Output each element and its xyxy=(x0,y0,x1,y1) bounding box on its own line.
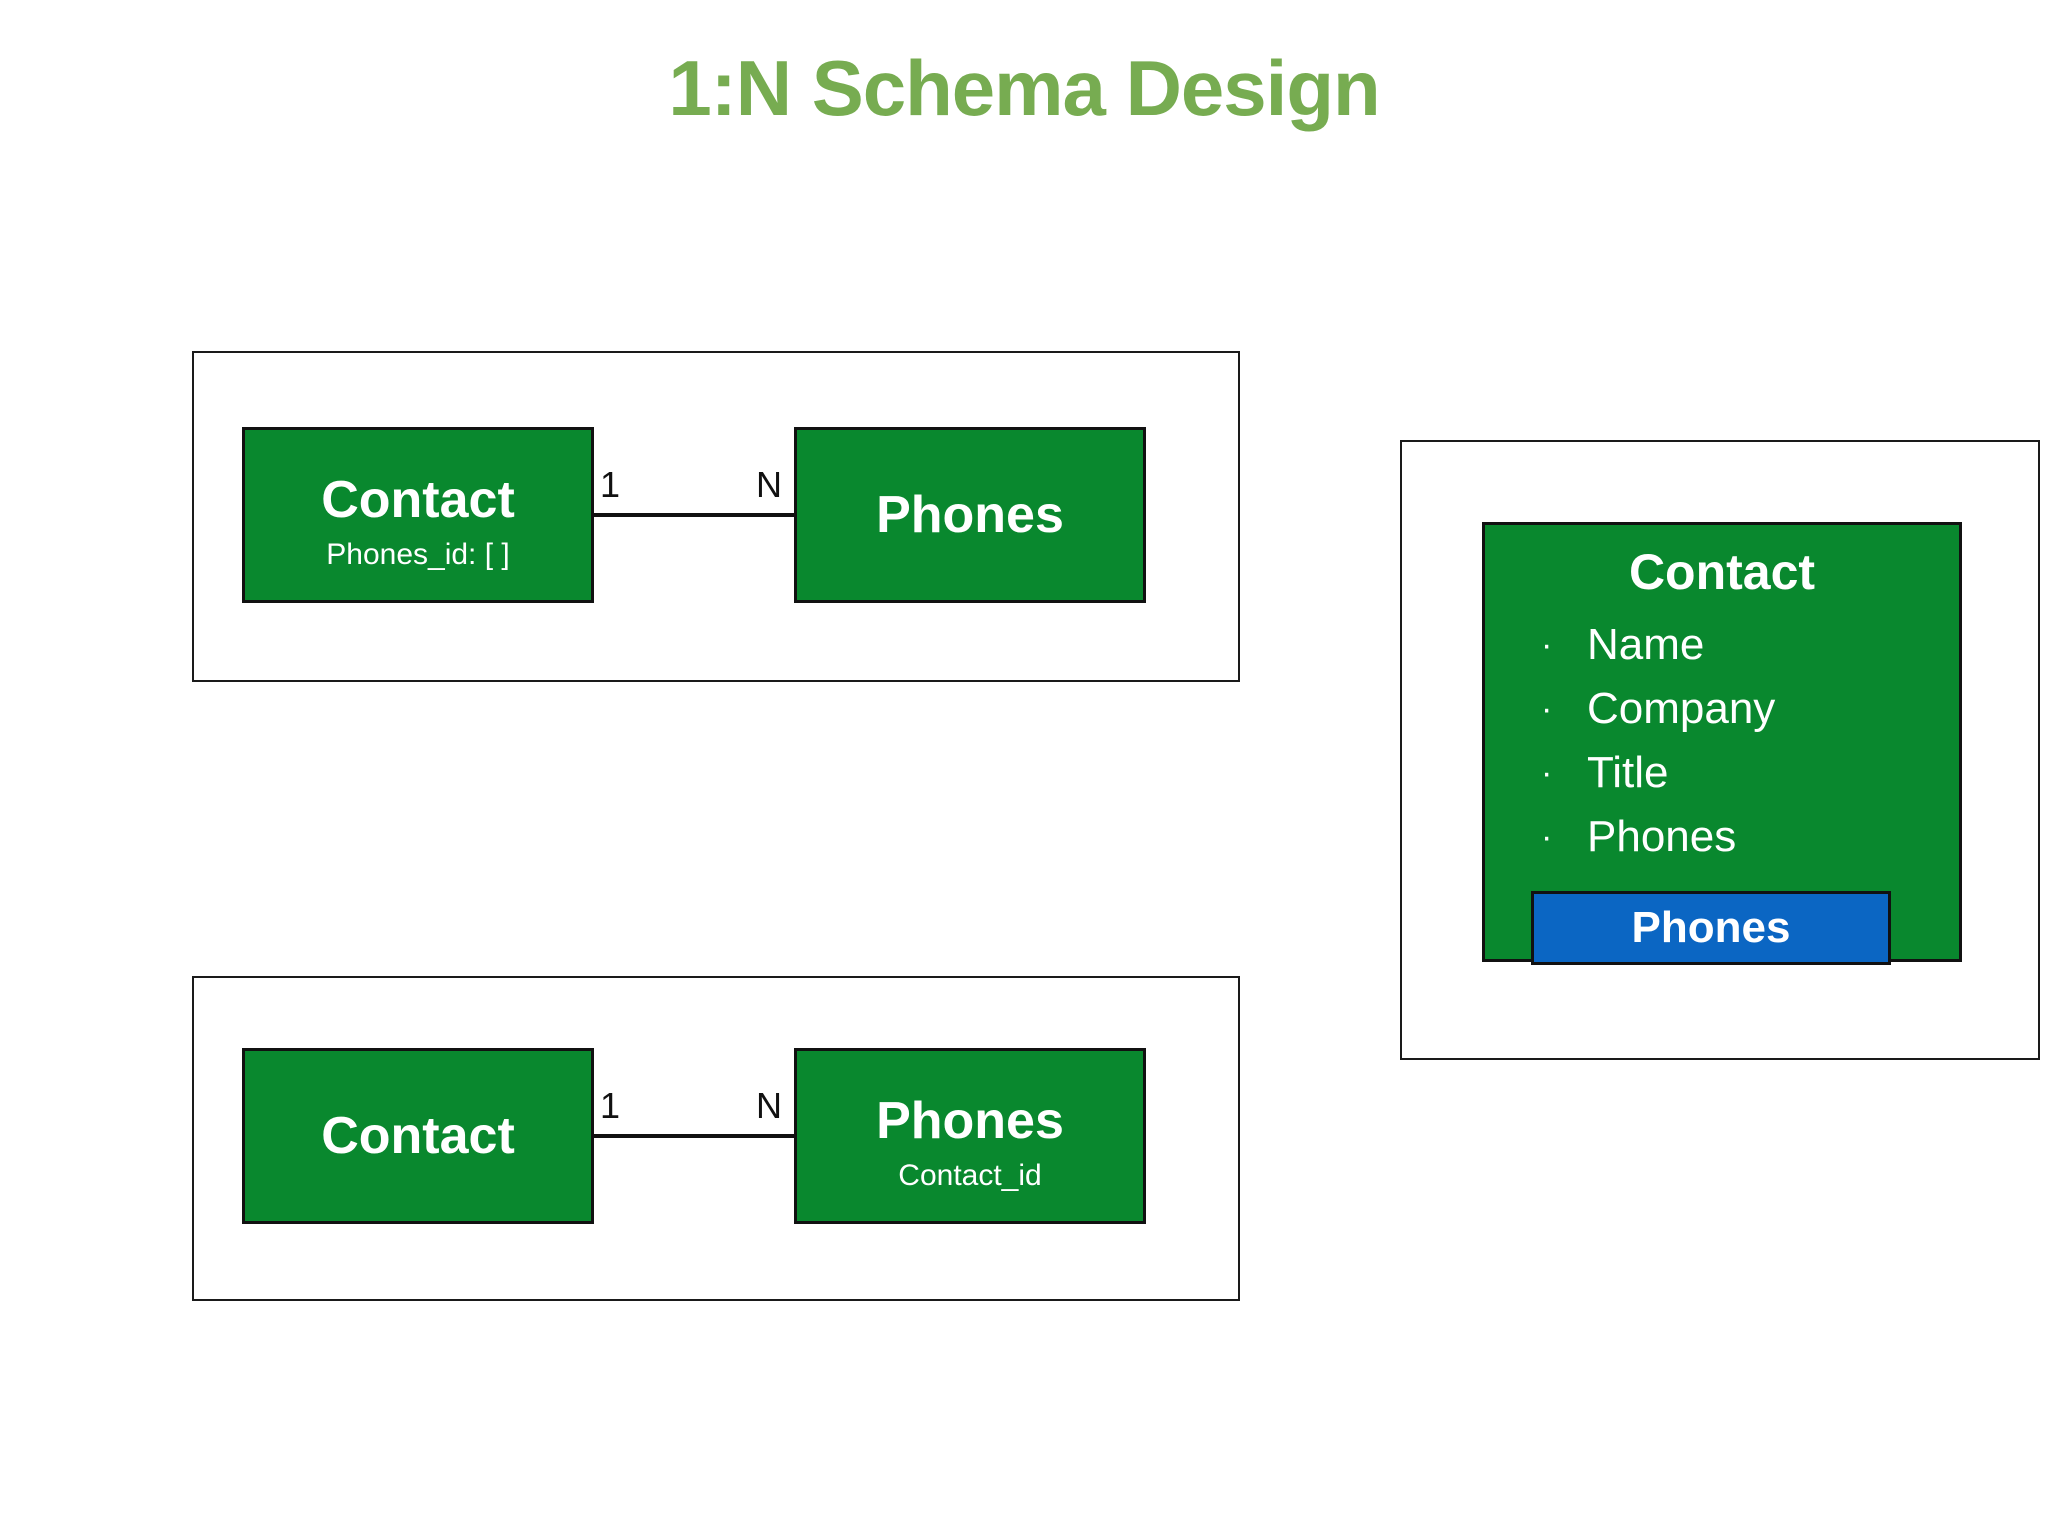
attribute-list-item: · Title xyxy=(1485,751,1959,795)
relationship-connector-line xyxy=(592,513,798,517)
entity-title: Contact xyxy=(321,471,515,529)
bullet-icon: · xyxy=(1541,690,1553,728)
cardinality-label-n: N xyxy=(756,464,782,505)
nested-entity-title: Phones xyxy=(1631,903,1791,952)
attribute-label: Name xyxy=(1587,620,1705,669)
entity-box-contact-foreignkey[interactable]: Contact xyxy=(242,1048,594,1224)
attribute-label: Company xyxy=(1587,684,1776,733)
entity-box-contact-detailed[interactable]: Contact · Name · Company · Title · Phone… xyxy=(1482,522,1962,965)
cardinality-label-one: 1 xyxy=(600,464,621,505)
entity-title: Contact xyxy=(1628,544,1816,600)
entity-title: Contact xyxy=(321,1107,515,1165)
attribute-list: · Name · Company · Title · Phones xyxy=(1485,623,1959,859)
entity-title: Phones xyxy=(876,1092,1064,1150)
bullet-icon: · xyxy=(1541,754,1553,792)
page-title: 1:N Schema Design xyxy=(668,44,1380,132)
attribute-label: Phones xyxy=(1587,812,1737,861)
entity-box-phones-foreignkey[interactable]: Phones Contact_id xyxy=(794,1048,1146,1224)
cardinality-label-n: N xyxy=(756,1085,782,1126)
attribute-list-item: · Company xyxy=(1485,687,1959,731)
diagram-frame-foreign-key: Contact 1 N Phones Contact_id xyxy=(192,976,1240,1301)
relationship-connector-line xyxy=(592,1134,798,1138)
entity-box-contact-embedded[interactable]: Contact Phones_id: [ ] xyxy=(242,427,594,603)
cardinality-label-one: 1 xyxy=(600,1085,621,1126)
diagram-frame-denormalized: Contact · Name · Company · Title · Phone… xyxy=(1400,440,2040,1060)
entity-box-phones-embedded[interactable]: Phones xyxy=(794,427,1146,603)
attribute-label: Title xyxy=(1587,748,1669,797)
entity-attribute: Phones_id: [ ] xyxy=(326,538,510,571)
diagram-frame-embedded-array: Contact Phones_id: [ ] 1 N Phones xyxy=(192,351,1240,682)
attribute-list-item: · Phones xyxy=(1485,815,1959,859)
bullet-icon: · xyxy=(1541,626,1553,664)
attribute-list-item: · Name xyxy=(1485,623,1959,667)
nested-entity-box-phones[interactable]: Phones xyxy=(1531,891,1891,965)
entity-attribute: Contact_id xyxy=(898,1159,1042,1192)
entity-title: Phones xyxy=(876,486,1064,544)
bullet-icon: · xyxy=(1541,818,1553,856)
